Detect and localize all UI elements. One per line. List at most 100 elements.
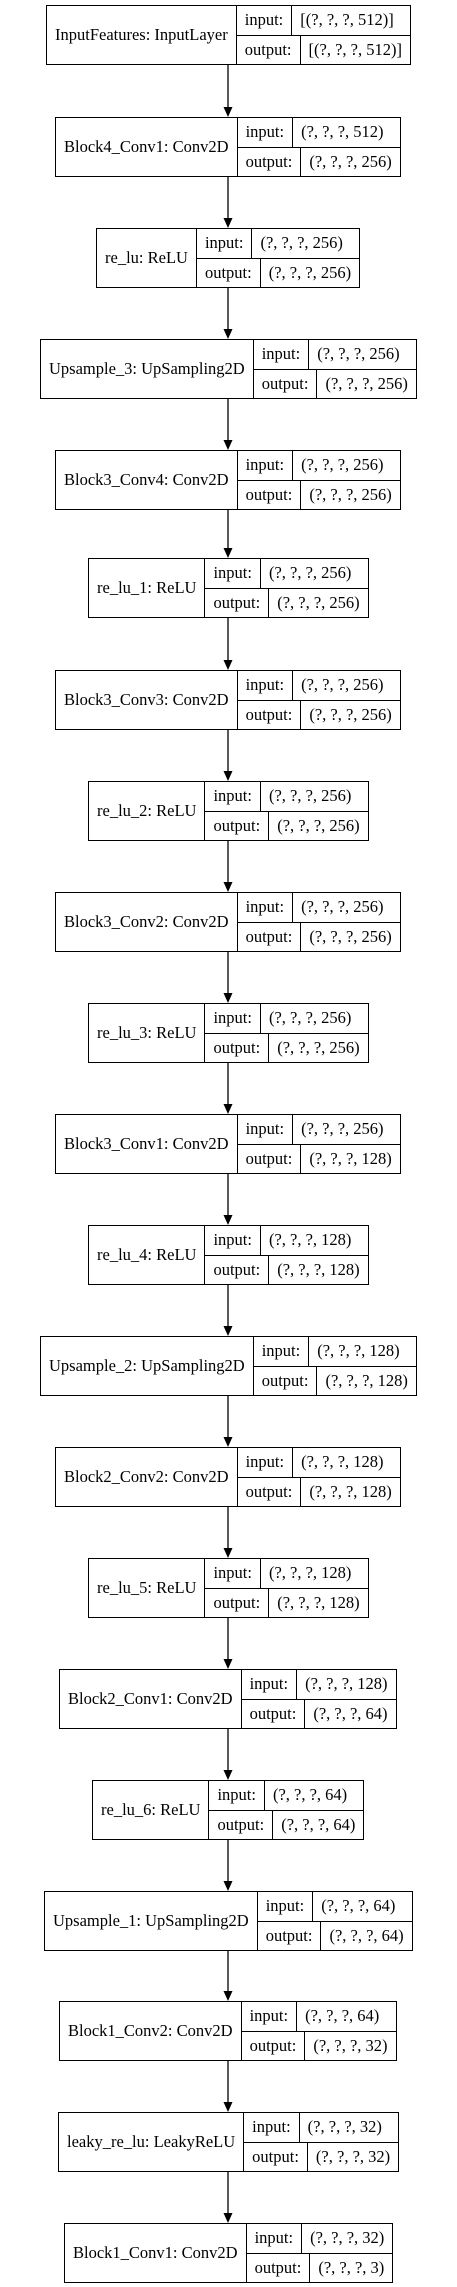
arrow-head: [223, 1548, 233, 1558]
io-table: input:(?, ?, ?, 64)output:(?, ?, ?, 32): [240, 2002, 396, 2060]
input-shape: (?, ?, ?, 256): [292, 1115, 391, 1144]
layer-node: re_lu_6: ReLU input:(?, ?, ?, 64)output:(…: [92, 1780, 365, 1840]
output-shape: (?, ?, ?, 128): [268, 1588, 367, 1617]
input-row: input: (?, ?, ?, 32): [244, 2113, 398, 2142]
output-shape: (?, ?, ?, 256): [259, 258, 359, 287]
output-label: output:: [213, 592, 261, 612]
layer-name: re_lu_5: ReLU: [97, 1578, 197, 1597]
output-label: output:: [245, 704, 293, 724]
input-shape: (?, ?, ?, 256): [292, 893, 391, 922]
input-label: input:: [213, 786, 252, 806]
io-table: input: (?, ?, ?, 512)output:(?, ?, ?, 256…: [236, 118, 400, 176]
output-shape: (?, ?, ?, 128): [300, 1477, 399, 1506]
output-row: output:(?, ?, ?, 128): [237, 1476, 400, 1506]
input-row: input:(?, ?, ?, 32): [247, 2224, 393, 2253]
layer-name: leaky_re_lu: LeakyReLU: [67, 2132, 236, 2151]
input-row: input:(?, ?, ?, 256): [238, 893, 400, 922]
layer-name: Upsample_2: UpSampling2D: [49, 1356, 245, 1375]
arrow-head: [223, 1991, 233, 2001]
output-shape: (?, ?, ?, 64): [272, 1810, 363, 1839]
output-label: output:: [213, 1259, 261, 1279]
input-shape: (?, ?, ?, 32): [298, 2113, 390, 2142]
output-row: output:(?, ?, ?, 256): [205, 810, 368, 840]
input-label: input:: [252, 2117, 291, 2137]
input-label: input:: [213, 1008, 252, 1028]
output-row: output:(?, ?, ?, 256): [205, 1032, 368, 1062]
output-shape: (?, ?, ?, 256): [268, 588, 367, 617]
arrow-head: [223, 2102, 233, 2112]
layer-name: re_lu_6: ReLU: [101, 1800, 201, 1819]
arrow-head: [223, 771, 233, 781]
output-label: output:: [245, 484, 293, 504]
input-label: input:: [213, 1563, 252, 1583]
layer-name: Block1_Conv1: Conv2D: [73, 2243, 238, 2262]
input-shape: (?, ?, ?, 64): [263, 1781, 355, 1810]
output-shape: (?, ?, ?, 64): [304, 1699, 395, 1728]
output-row: output:(?, ?, ?, 256): [237, 146, 400, 176]
output-label: output:: [254, 2257, 302, 2277]
input-shape: (?, ?, ?, 512): [292, 118, 391, 147]
input-label: input:: [245, 122, 285, 142]
input-row: input:(?, ?, ?, 64): [209, 1781, 363, 1810]
input-shape: (?, ?, ?, 128): [259, 1226, 359, 1255]
output-label: output:: [261, 1370, 309, 1390]
output-label: output:: [245, 926, 293, 946]
input-shape: (?, ?, ?, 128): [259, 1559, 359, 1588]
output-row: output:(?, ?, ?, 64): [257, 1920, 412, 1950]
output-label: output:: [249, 2035, 297, 2055]
output-shape: (?, ?, ?, 256): [268, 811, 367, 840]
input-label: input:: [261, 344, 301, 364]
output-shape: (?, ?, ?, 256): [268, 1033, 367, 1062]
input-label: input:: [265, 1896, 305, 1916]
output-label: output:: [265, 1925, 313, 1945]
arrow-head: [223, 218, 233, 228]
output-shape: (?, ?, ?, 128): [300, 1144, 399, 1173]
output-shape: [(?, ?, ?, 512)]: [299, 35, 410, 64]
layer-name: re_lu_2: ReLU: [97, 801, 197, 820]
input-row: input: (?, ?, ?, 256): [254, 340, 416, 369]
input-label: input:: [254, 2228, 294, 2248]
arrow-head: [223, 1881, 233, 1891]
output-label: output:: [213, 1592, 261, 1612]
io-table: input:(?, ?, ?, 256)output:(?, ?, ?, 256…: [204, 1004, 368, 1062]
output-row: output:(?, ?, ?, 64): [209, 1809, 364, 1839]
output-shape: (?, ?, ?, 128): [268, 1255, 367, 1284]
input-label: input:: [249, 2006, 289, 2026]
output-row: output:(?, ?, ?, 32): [241, 2030, 396, 2060]
io-table: input:(?, ?, ?, 128)output:(?, ?, ?, 128…: [236, 1448, 400, 1506]
output-row: output:(?, ?, ?, 256): [196, 257, 360, 287]
output-shape: (?, ?, ?, 128): [316, 1366, 415, 1395]
input-row: input:(?, ?, ?, 64): [242, 2002, 396, 2031]
arrow-head: [223, 1104, 233, 1114]
input-label: input:: [245, 1119, 285, 1139]
input-row: input: (?, ?, ?, 256): [238, 1115, 400, 1144]
output-label: output:: [252, 2146, 299, 2166]
input-row: input:(?, ?, ?, 64): [258, 1892, 412, 1921]
io-table: input: (?, ?, ?, 128) output: (?, ?, ?, 128…: [204, 1559, 368, 1617]
input-row: input:(?, ?, ?, 256): [238, 671, 400, 700]
input-label: input:: [245, 455, 285, 475]
input-shape: (?, ?, ?, 256): [259, 559, 359, 588]
input-label: input:: [245, 675, 285, 695]
layer-node: re_lu_2: ReLU input: (?, ?, ?, 256)output:…: [88, 781, 369, 841]
layer-node: leaky_re_lu: LeakyReLU input: (?, ?, ?, 32…: [58, 2112, 400, 2172]
input-row: input:(?, ?, ?, 128): [254, 1337, 416, 1366]
output-row: output: (?, ?, ?, 256): [205, 587, 368, 617]
io-table: input:(?, ?, ?, 128)output:(?, ?, ?, 64): [240, 1670, 396, 1728]
arrow-head: [223, 1437, 233, 1447]
io-table: input:(?, ?, ?, 256)output:(?, ?, ?, 256…: [204, 559, 368, 617]
output-row: output:[(?, ?, ?, 512)]: [236, 34, 410, 64]
layer-name: Block3_Conv4: Conv2D: [64, 470, 229, 489]
layer-node: Block1_Conv1: Conv2D input:(?, ?, ?, 32) o…: [64, 2223, 394, 2283]
input-shape: (?, ?, ?, 256): [308, 340, 407, 369]
layer-name: re_lu_4: ReLU: [97, 1245, 197, 1264]
io-table: input:(?, ?, ?, 256)output:(?, ?, ?, 128…: [236, 1115, 400, 1173]
input-row: input:(?, ?, ?, 256): [205, 1004, 367, 1033]
